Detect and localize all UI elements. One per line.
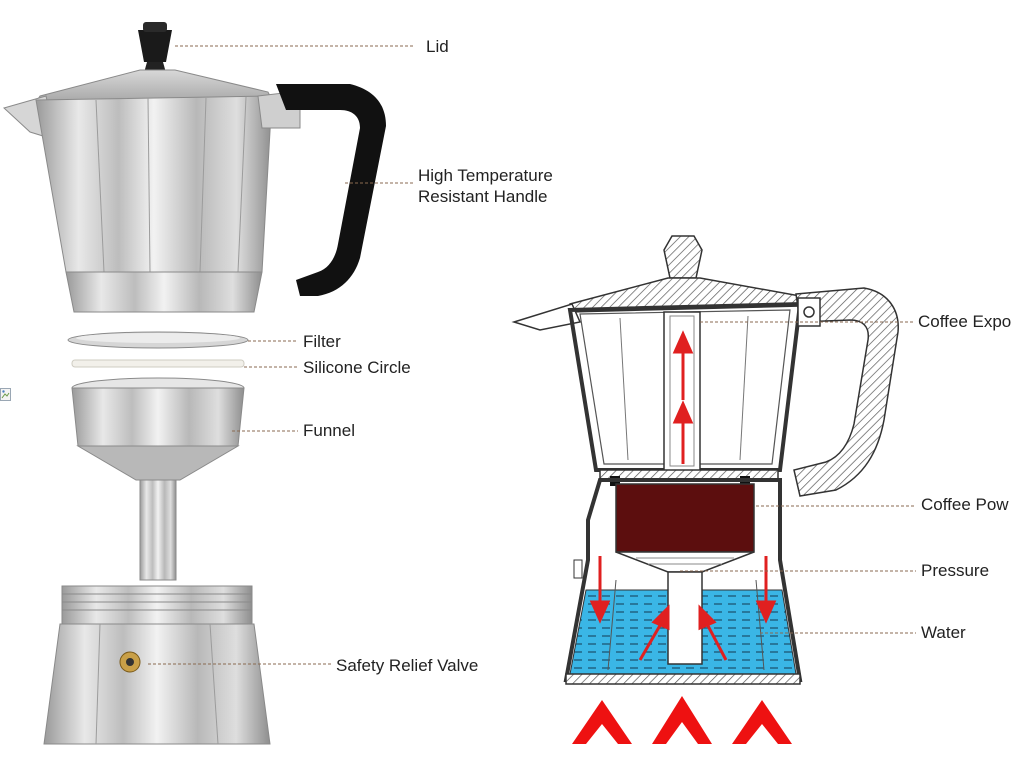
label-handle-line2: Resistant Handle: [418, 187, 548, 206]
label-pressure: Pressure: [921, 561, 990, 580]
label-handle-line1: High Temperature: [418, 166, 553, 185]
body-panels: [95, 96, 247, 273]
section-upper-wall: [567, 301, 803, 472]
label-coffee-exported: Coffee Expo: [918, 312, 1012, 331]
safety-valve: [119, 651, 141, 673]
label-silicone-circle: Silicone Circle: [303, 358, 411, 377]
broken-image-icon: [0, 388, 11, 401]
handle: [276, 84, 386, 296]
label-coffee-powder: Coffee Pow: [921, 495, 1009, 514]
coffee-powder: [615, 483, 755, 553]
flame-icon: [572, 696, 792, 744]
exploded-moka-pot: [3, 22, 386, 745]
label-water: Water: [921, 623, 966, 642]
upper-chamber-base: [65, 271, 263, 313]
boiler: [43, 585, 271, 745]
funnel-part: [71, 377, 245, 581]
label-safety-relief-valve: Safety Relief Valve: [336, 656, 479, 675]
pressure-arrows: [589, 330, 777, 661]
silicone-ring: [71, 359, 245, 368]
section-spout: [511, 303, 582, 331]
upper-chamber: [35, 95, 273, 273]
section-handle: [793, 287, 899, 497]
cross-section-diagram: [511, 235, 899, 744]
label-filter: Filter: [303, 332, 341, 351]
label-funnel: Funnel: [303, 421, 355, 440]
label-lid: Lid: [426, 37, 449, 56]
right-leader-lines: [680, 321, 916, 634]
section-knob: [663, 235, 703, 279]
left-leader-lines: [148, 45, 414, 665]
filter-plate: [67, 331, 249, 349]
